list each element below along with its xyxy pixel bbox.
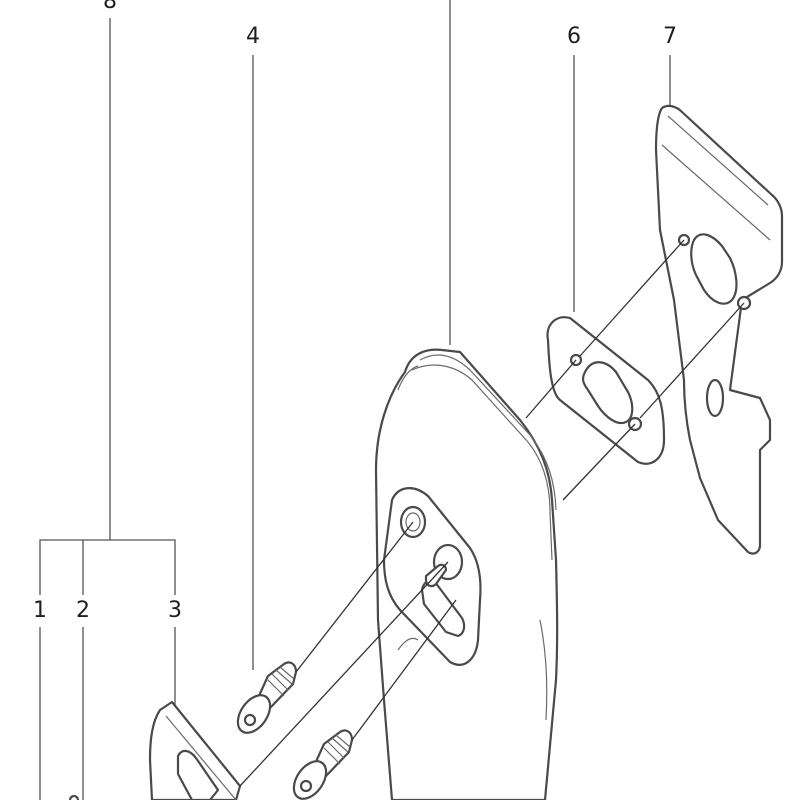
shield-outlet-opening	[690, 233, 738, 305]
shield-lower-hole	[705, 378, 725, 418]
screw-hex-socket-lower	[299, 779, 313, 793]
screw-hex-socket-upper	[243, 713, 257, 727]
deflector-slot	[176, 749, 220, 800]
assembly-center-lines	[239, 239, 745, 787]
callout-label-3: 3	[168, 598, 182, 623]
callout-label-1: 1	[33, 598, 47, 623]
leader-lines	[39, 0, 671, 800]
callout-label-6: 6	[567, 24, 581, 49]
callout-label-8: 8	[103, 0, 117, 14]
callout-label-4: 4	[246, 24, 260, 49]
spark-deflector-plate	[148, 700, 242, 800]
gasket-center-opening	[581, 361, 634, 425]
washer-fragment	[68, 794, 80, 800]
muffler-screw-lower	[292, 729, 354, 800]
muffler-body	[374, 348, 559, 800]
muffler-screw-upper	[236, 661, 298, 734]
callout-label-2: 2	[76, 598, 90, 623]
callout-label-7: 7	[663, 24, 677, 49]
muffler-gasket	[546, 316, 666, 465]
leader-bracket-8	[39, 539, 176, 595]
